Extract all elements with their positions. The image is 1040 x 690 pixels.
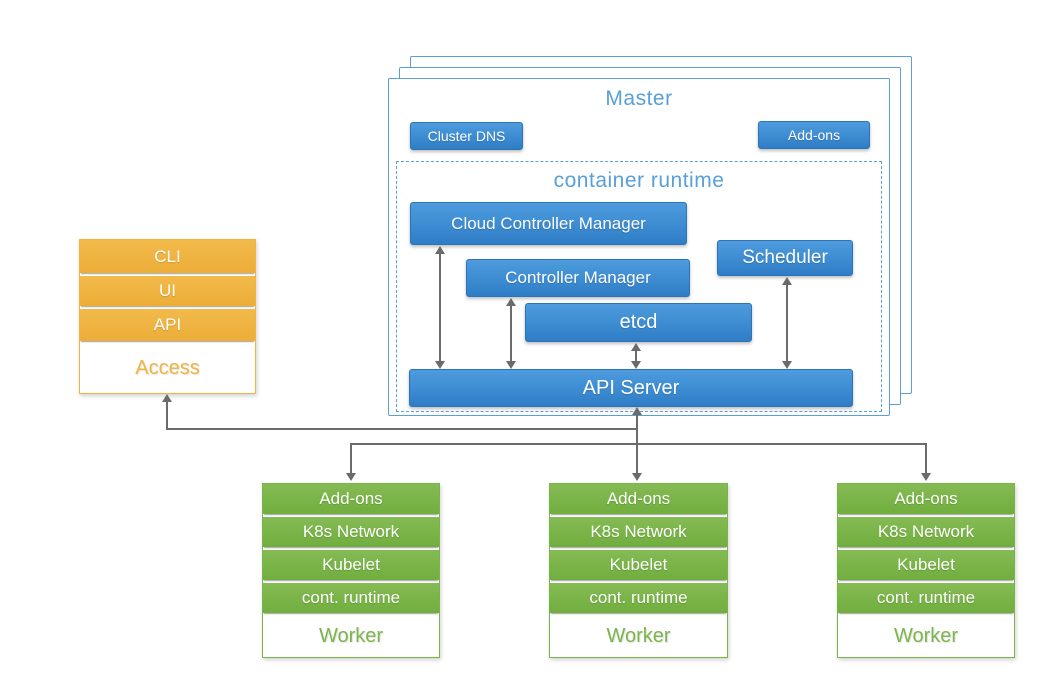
access-stack: CLI UI API Access [79,239,256,394]
arrow-line [635,351,637,361]
worker2-kubelet-box: Kubelet [550,550,727,580]
connector-workers-horizontal [350,443,927,445]
arrowhead-down-icon [921,473,931,481]
arrow-line [510,306,512,361]
arrow-line [786,285,788,361]
arrowhead-up-icon [782,277,792,285]
arrow-line [925,444,927,473]
worker2-label: Worker [550,616,727,657]
worker1-kubelet-box: Kubelet [263,550,439,580]
arrow-line [439,254,441,361]
api-box: API [80,309,255,341]
arrowhead-down-icon [435,361,445,369]
worker1-label: Worker [263,616,439,657]
arrow-line [350,444,352,473]
container-runtime-title: container runtime [553,169,725,192]
arrowhead-up-icon [632,407,642,415]
worker3-cont-runtime-box: cont. runtime [838,583,1014,613]
access-label: Access [80,344,255,393]
worker-node-3: Add-ons K8s Network Kubelet cont. runtim… [837,483,1015,658]
cli-box: CLI [80,240,255,273]
arrowhead-down-icon [506,361,516,369]
worker2-cont-runtime-box: cont. runtime [550,583,727,613]
worker1-cont-runtime-box: cont. runtime [263,583,439,613]
cluster-dns-box: Cluster DNS [410,122,523,150]
worker3-kubelet-box: Kubelet [838,550,1014,580]
worker1-addons-box: Add-ons [263,484,439,514]
worker3-addons-box: Add-ons [838,484,1014,514]
arrowhead-up-icon [162,394,172,402]
cloud-controller-manager-box: Cloud Controller Manager [410,202,687,245]
worker-node-2: Add-ons K8s Network Kubelet cont. runtim… [549,483,728,658]
arrow-line [166,402,168,429]
worker1-k8s-network-box: K8s Network [263,517,439,547]
arrowhead-down-icon [346,473,356,481]
scheduler-box: Scheduler [717,240,853,276]
arrowhead-down-icon [631,361,641,369]
arrowhead-up-icon [631,343,641,351]
ui-box: UI [80,276,255,306]
api-server-box: API Server [409,369,853,407]
master-title: Master [605,87,673,110]
connector-access-horizontal [166,428,638,430]
etcd-box: etcd [525,303,752,342]
arrowhead-up-icon [435,246,445,254]
worker2-k8s-network-box: K8s Network [550,517,727,547]
arrowhead-down-icon [632,473,642,481]
worker2-addons-box: Add-ons [550,484,727,514]
arrowhead-down-icon [782,361,792,369]
worker3-label: Worker [838,616,1014,657]
worker3-k8s-network-box: K8s Network [838,517,1014,547]
arrowhead-up-icon [506,298,516,306]
controller-manager-box: Controller Manager [466,259,690,297]
worker-node-1: Add-ons K8s Network Kubelet cont. runtim… [262,483,440,658]
addons-box: Add-ons [758,121,870,149]
